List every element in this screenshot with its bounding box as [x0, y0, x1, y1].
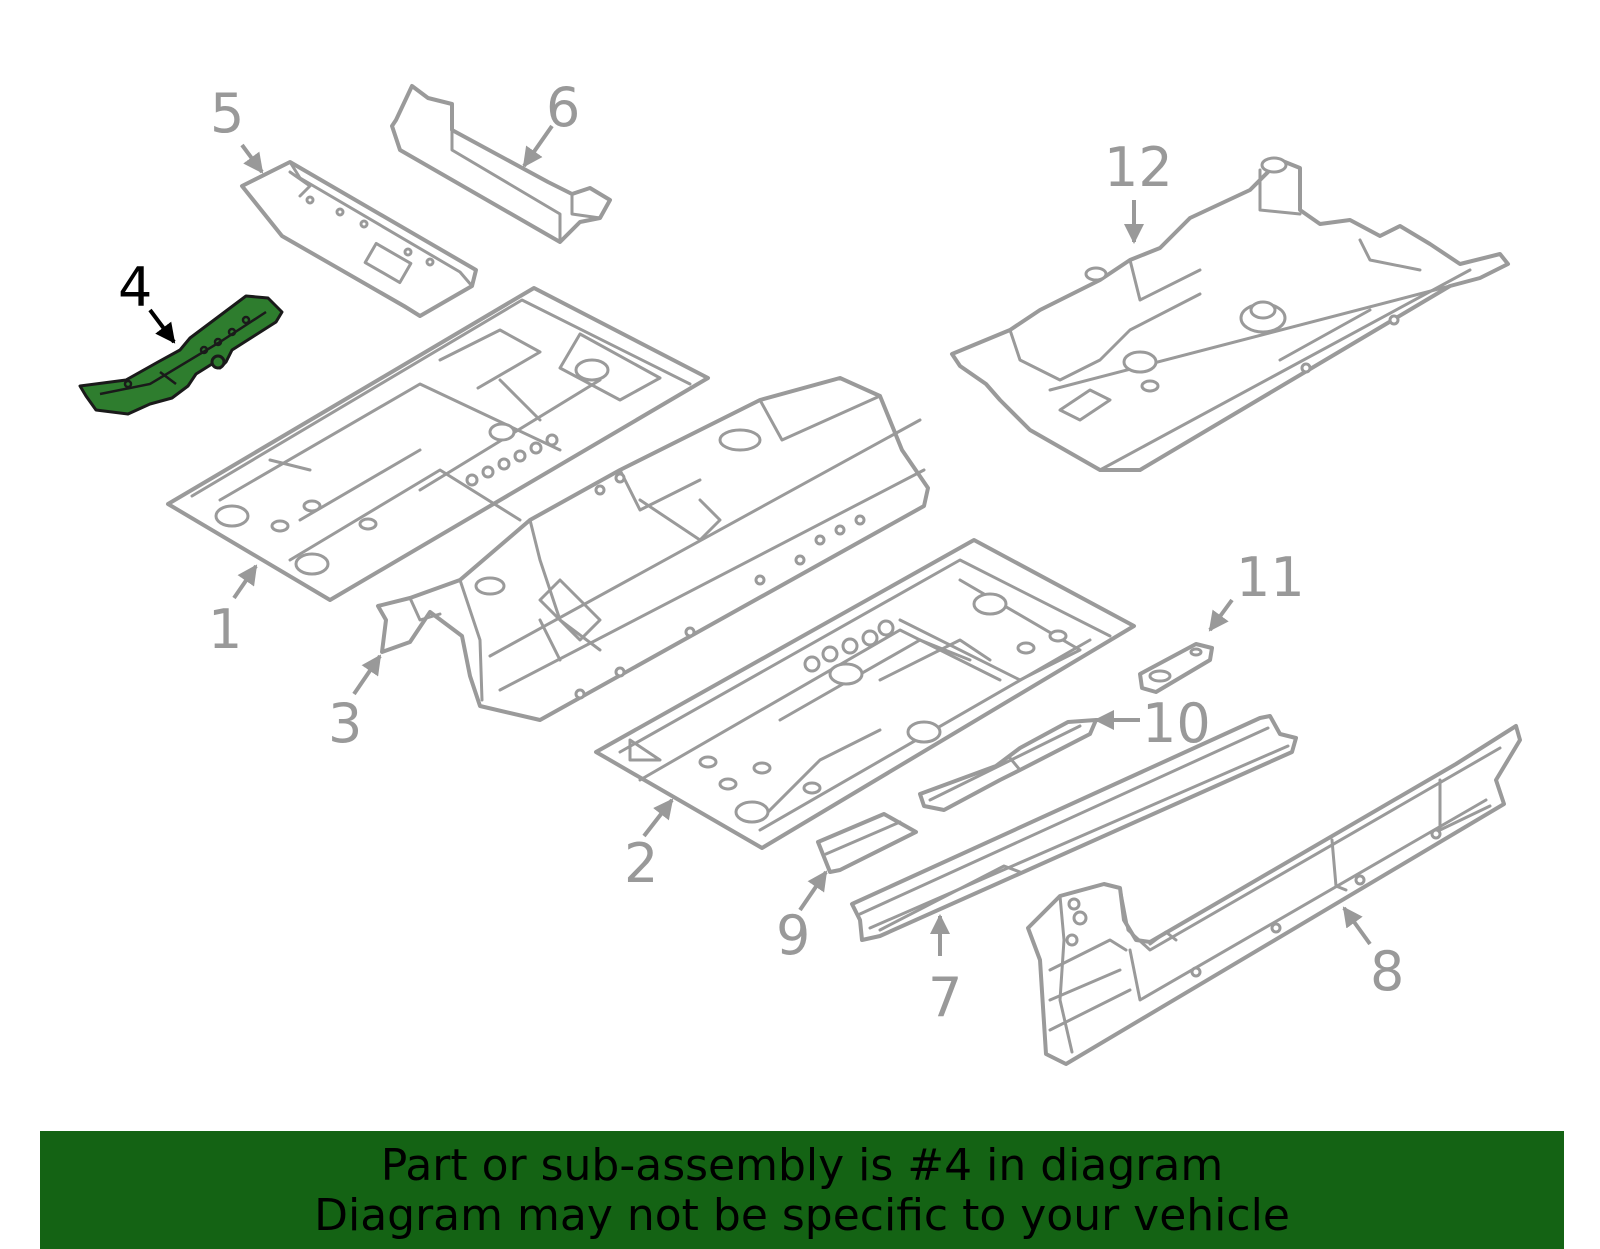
callout-10: 10: [1142, 692, 1211, 755]
callout-3: 3: [328, 692, 362, 755]
callout-5: 5: [210, 82, 244, 145]
callout-9: 9: [776, 904, 810, 967]
callout-7: 7: [928, 966, 962, 1029]
part-8-rocker-panel[interactable]: [1026, 724, 1522, 1066]
callout-labels: 4 5 6 1 3 2 12 11 10 9 7 8: [118, 76, 1404, 1029]
part-4-reinforcement-highlighted[interactable]: [78, 294, 284, 416]
callout-4: 4: [118, 256, 152, 319]
info-banner: Part or sub-assembly is #4 in diagram Di…: [40, 1131, 1564, 1249]
callout-6: 6: [546, 76, 580, 139]
part-7-rocker-reinforcement[interactable]: [850, 714, 1298, 942]
leader-lines: [148, 124, 1372, 956]
part-12-rear-floor[interactable]: [950, 156, 1510, 472]
part-9-plate[interactable]: [816, 812, 918, 874]
callout-1: 1: [208, 598, 242, 661]
part-6-crossmember[interactable]: [390, 84, 612, 244]
callout-11: 11: [1236, 546, 1305, 609]
part-3-center-tunnel[interactable]: [376, 376, 930, 722]
banner-line-1: Part or sub-assembly is #4 in diagram: [380, 1140, 1224, 1191]
callout-8: 8: [1370, 940, 1404, 1003]
part-5-crossmember[interactable]: [240, 160, 478, 318]
banner-line-2: Diagram may not be specific to your vehi…: [314, 1190, 1290, 1241]
callout-12: 12: [1104, 136, 1173, 199]
part-2-floor-pan-right[interactable]: [594, 538, 1136, 850]
part-11-bracket[interactable]: [1138, 642, 1214, 694]
callout-2: 2: [624, 832, 658, 895]
part-1-floor-pan-left[interactable]: [166, 286, 710, 602]
part-10-reinforcement[interactable]: [918, 718, 1098, 812]
